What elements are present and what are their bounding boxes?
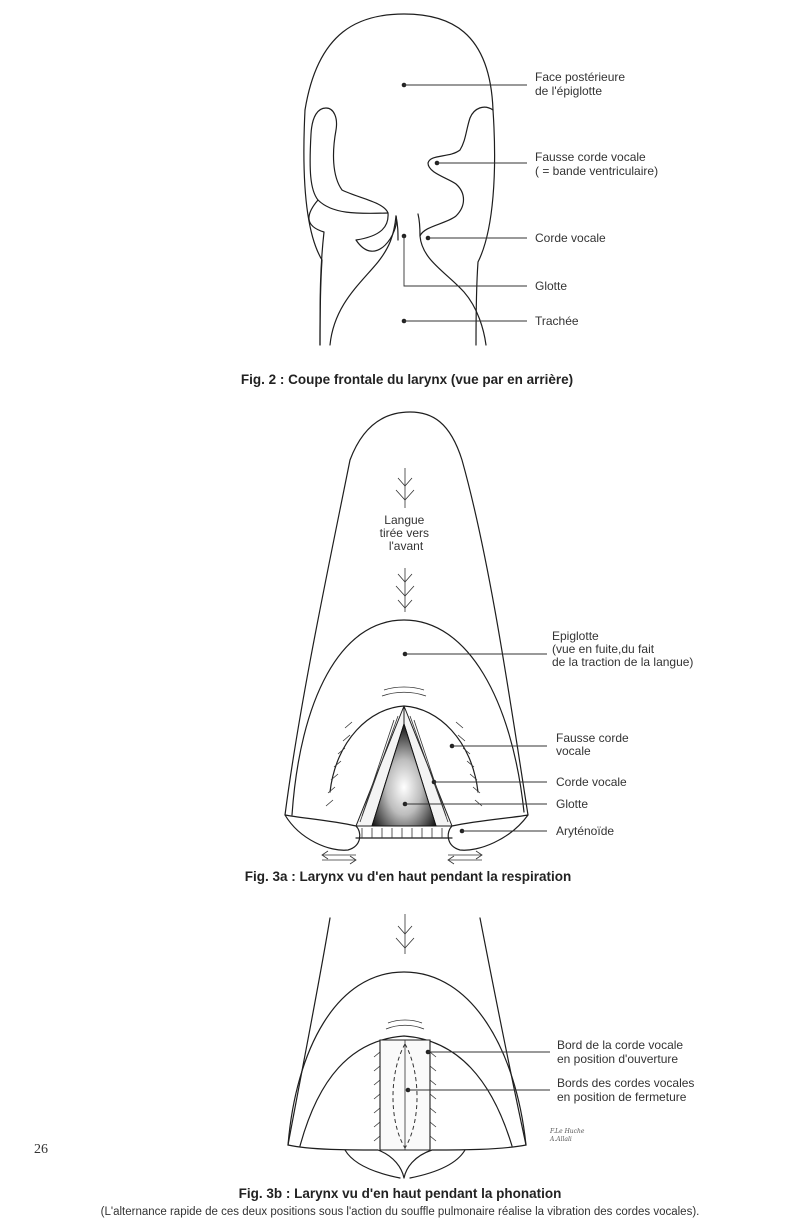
fig3a-movement-arrows: [321, 850, 483, 865]
fig3a-label-glotte: Glotte: [556, 797, 588, 811]
fig3a-label-epiglotte: Epiglotte (vue en fuite,du fait de la tr…: [552, 629, 693, 669]
fig3a-diagram: Langue tirée vers l'avant Epiglotte (vue…: [245, 411, 693, 884]
fig3a-label-fausse: Fausse corde vocale: [556, 731, 632, 758]
fig3b-dashed-left: [392, 1043, 406, 1149]
fig3b-diagram: Bord de la corde vocale en position d'ou…: [101, 914, 700, 1218]
fig3b-arc-1: [387, 1019, 423, 1024]
fig3b-signature: F.Le Huche A.Allali: [549, 1128, 586, 1143]
fig3b-tongue-arrow: [395, 914, 415, 954]
fig3b-arytenoids: [287, 1144, 527, 1179]
fig3b-dashed-right: [404, 1043, 418, 1149]
fig3b-arytenoid-right-base: [409, 1149, 466, 1179]
fig2-label-fausse: Fausse corde vocale ( = bande ventricula…: [535, 150, 658, 178]
fig3b-label-ouverture: Bord de la corde vocale en position d'ou…: [557, 1038, 686, 1066]
fig3a-arytenoid-left: [284, 814, 361, 851]
fig3a-caption: Fig. 3a : Larynx vu d'en haut pendant la…: [245, 869, 572, 884]
fig2-left-wall: [308, 107, 397, 346]
fig3b-tongue-right: [479, 917, 527, 1146]
fig3a-tongue-outline: [284, 411, 529, 816]
fig2-label-corde: Corde vocale: [535, 231, 606, 245]
fig3b-tongue-left: [287, 917, 331, 1146]
fig3b-hatching: [373, 1051, 437, 1142]
fig3a-arytenoid-right: [447, 814, 529, 851]
fig3b-caption: Fig. 3b : Larynx vu d'en haut pendant la…: [239, 1186, 562, 1201]
page-number: 26: [34, 1142, 48, 1157]
fig2-label-face: Face postérieure de l'épiglotte: [535, 70, 628, 98]
fig3b-arc-2: [385, 1024, 425, 1030]
fig2-glotte-right: [417, 213, 421, 237]
fig2-glotte-left: [395, 215, 399, 241]
fig3a-epiglotte-outline: [291, 619, 525, 816]
fig3a-arc-2: [381, 691, 427, 697]
fig3b-note: (L'alternance rapide de ces deux positio…: [101, 1206, 700, 1218]
fig3b-epiglotte-inner: [299, 1035, 513, 1147]
fig3a-label-corde: Corde vocale: [556, 775, 627, 789]
fig3a-label-arytenoide: Aryténoïde: [556, 824, 614, 838]
fig2-left-vocal-cord: [329, 215, 397, 346]
fig3a-label-langue: Langue tirée vers l'avant: [380, 513, 433, 553]
fig2-right-wall: [475, 109, 496, 346]
fig3a-hatching-right: [455, 721, 483, 807]
fig2-label-glotte: Glotte: [535, 279, 567, 293]
fig3a-cord-stripes: [359, 715, 449, 823]
fig3a-commissure: [355, 828, 453, 839]
fig2-epiglotte-outline: [304, 13, 494, 111]
fig2-label-trachee: Trachée: [535, 314, 579, 328]
fig3b-label-fermeture: Bords des cordes vocales en position de …: [557, 1076, 698, 1104]
fig3b-epiglotte-outline: [287, 971, 527, 1146]
fig3b-arytenoid-left-base: [344, 1149, 401, 1179]
fig2-caption: Fig. 2 : Coupe frontale du larynx (vue p…: [241, 372, 573, 387]
fig2-right-fold: [419, 106, 494, 346]
fig3a-arc-1: [383, 686, 425, 691]
fig3a-glotte: [371, 722, 437, 827]
fig2-left-outer-wall: [303, 109, 323, 346]
fig2-left-fold-inner: [317, 199, 389, 214]
fig2-leader-glotte: [403, 236, 527, 287]
fig3a-tongue-arrows: [395, 468, 415, 612]
fig2-diagram: Face postérieure de l'épiglotte Fausse c…: [241, 13, 658, 387]
fig3a-hatching-left: [325, 721, 353, 807]
